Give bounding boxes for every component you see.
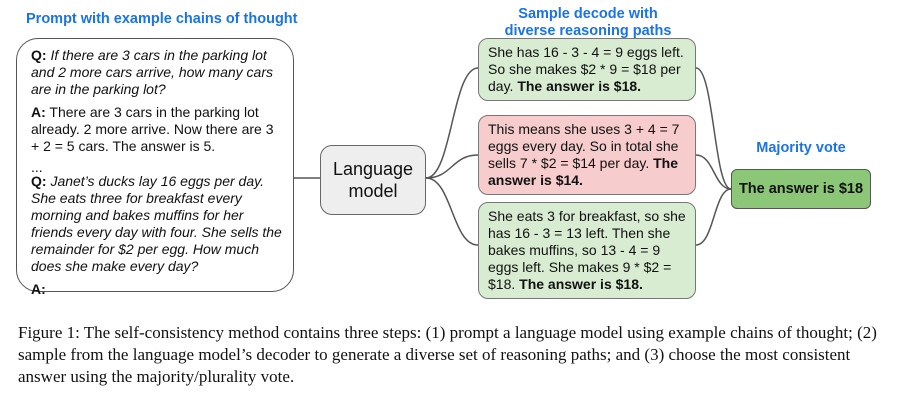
connector-path-0-to-vote [695,67,732,190]
path-2-text: This means she uses 3 + 4 = 7 eggs every… [488,121,680,171]
path-2-answer: The answer is $14. [488,155,679,188]
decode-title-line2: diverse reasoning paths [504,23,672,39]
q1-label: Q: [31,47,47,63]
q1-text: If there are 3 cars in the parking lot a… [31,47,273,97]
connector-model-to-path-2 [425,177,479,246]
a1-label: A: [31,104,46,120]
path-3-text: She eats 3 for breakfast, so she has 16 … [488,208,686,292]
path-1-answer: The answer is $18. [517,78,642,94]
majority-vote-title: Majority vote [756,140,846,156]
prompt-ellipsis: ... [31,159,43,175]
language-model-box: Language model [320,145,426,215]
prompt-box: Q: If there are 3 cars in the parking lo… [16,38,294,297]
q2-text: Janet’s ducks lay 16 eggs per day. She e… [31,173,282,274]
decode-title: Sample decode with diverse reasoning pat… [478,6,698,40]
reasoning-path-1: She has 16 - 3 - 4 = 9 eggs left. So she… [478,38,696,101]
prompt-title: Prompt with example chains of thought [26,11,298,27]
prompt-q2: Q: Janet’s ducks lay 16 eggs per day. Sh… [31,173,283,275]
reasoning-path-2: This means she uses 3 + 4 = 7 eggs every… [478,115,696,195]
prompt-a2: A: [31,281,283,298]
path-3-answer: The answer is $18. [519,276,643,292]
path-1-text: She has 16 - 3 - 4 = 9 eggs left. So she… [488,44,684,94]
figure-caption: Figure 1: The self-consistency method co… [18,323,877,386]
prompt-q1: Q: If there are 3 cars in the parking lo… [31,47,283,98]
decode-title-line1: Sample decode with [518,6,658,22]
connector-path-1-to-vote [695,154,732,190]
a2-label: A: [31,281,46,297]
model-line1: Language [332,159,414,179]
connector-model-to-path-1 [425,154,479,179]
final-answer-box: The answer is $18 [731,169,871,209]
prompt-a1: A: There are 3 cars in the parking lot a… [31,104,283,155]
connector-path-2-to-vote [695,188,732,246]
q2-label: Q: [31,173,47,189]
model-line2: model [348,181,398,201]
a1-text: There are 3 cars in the parking lot alre… [31,104,274,154]
connector-model-to-path-0 [425,67,479,179]
reasoning-path-3: She eats 3 for breakfast, so she has 16 … [478,202,696,299]
